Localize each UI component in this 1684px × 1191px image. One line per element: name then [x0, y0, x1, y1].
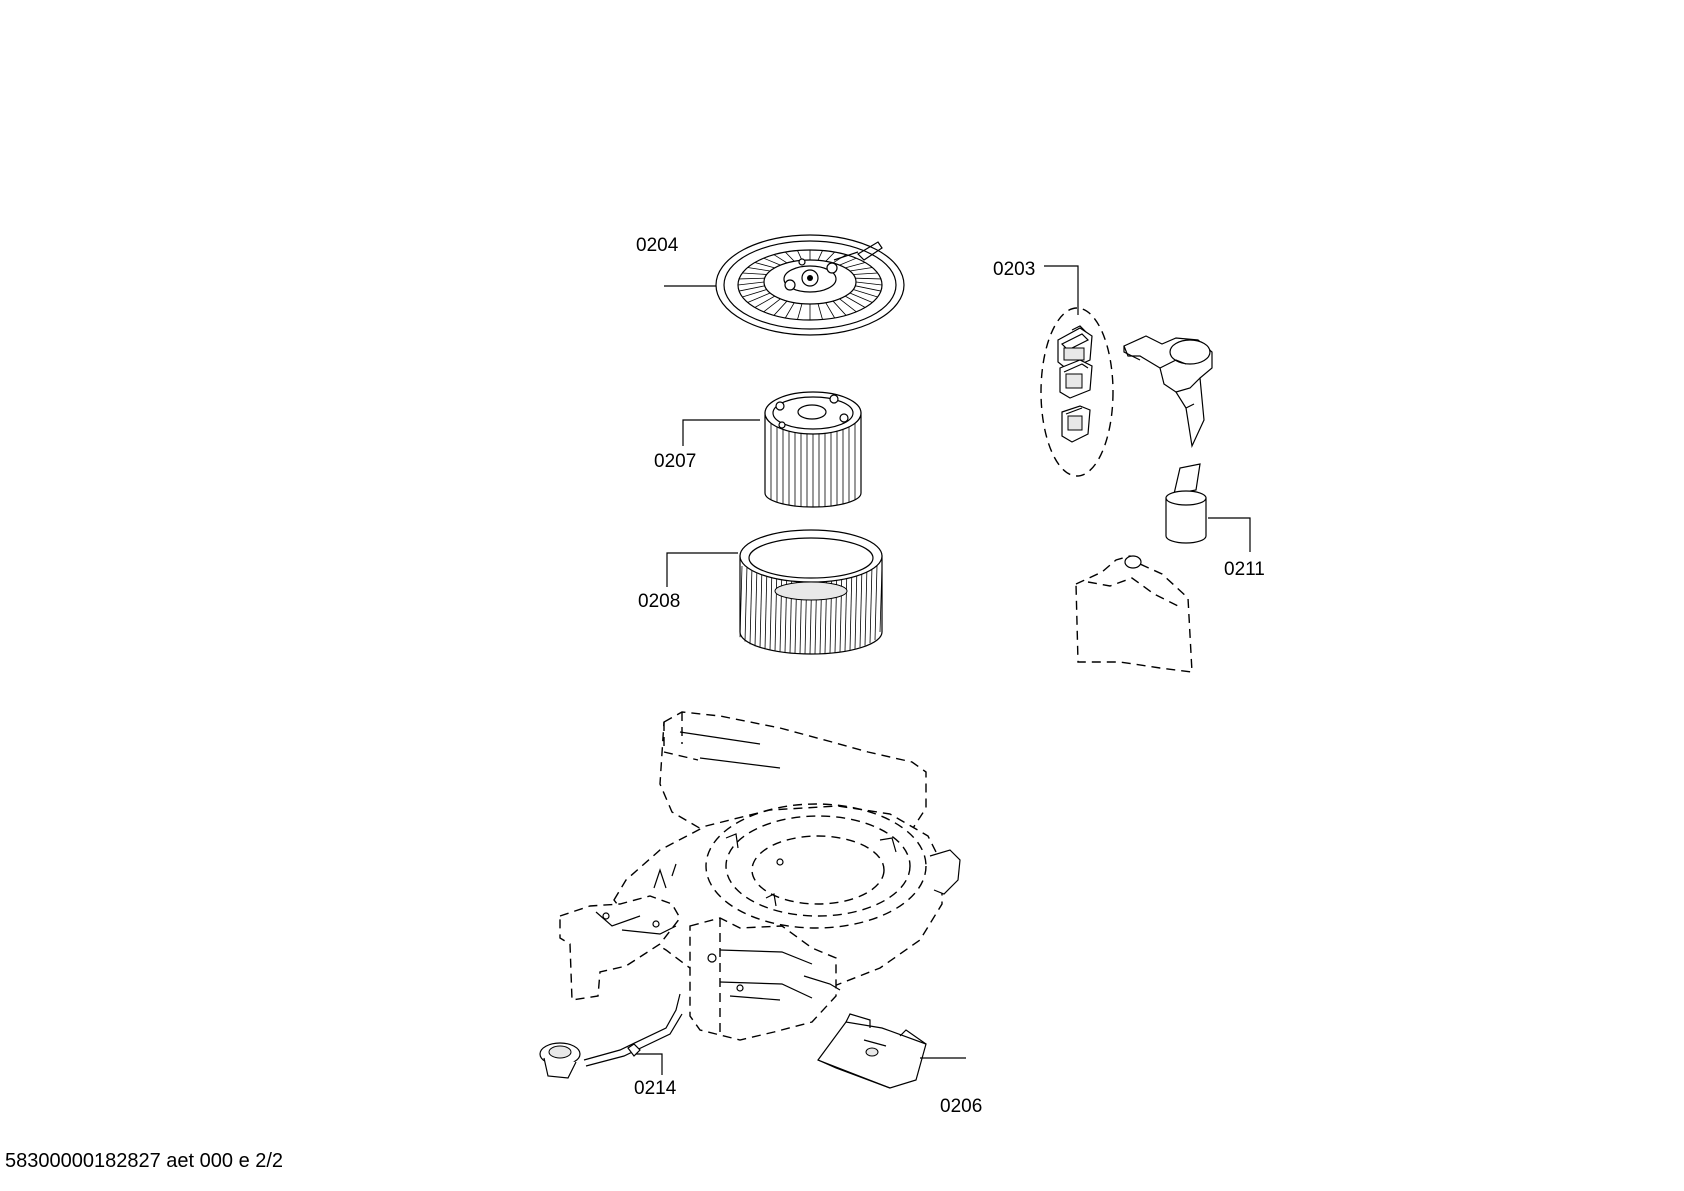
- leader-line-0207: [682, 419, 760, 446]
- switch-bracket: [1123, 335, 1213, 449]
- part-0211-capacitor[interactable]: [1165, 463, 1207, 544]
- document-id: 58300000182827 aet 000 e 2/2: [5, 1150, 284, 1172]
- callout-0204[interactable]: 0204: [636, 235, 679, 256]
- capacitor-holder: [1075, 555, 1193, 673]
- callout-0208[interactable]: 0208: [638, 591, 680, 612]
- part-0207-motor[interactable]: [764, 391, 862, 508]
- part-0208-fan-wheel[interactable]: [739, 529, 883, 655]
- callout-0214[interactable]: 0214: [634, 1078, 677, 1099]
- part-0204-motor-flange[interactable]: [715, 234, 905, 336]
- blower-housing[interactable]: [559, 711, 961, 1041]
- callout-0203[interactable]: 0203: [993, 259, 1035, 280]
- callout-0207[interactable]: 0207: [654, 451, 696, 472]
- leader-line-0203: [1044, 265, 1079, 315]
- callout-0206[interactable]: 0206: [940, 1096, 982, 1117]
- part-0203-switch-group[interactable]: [1040, 307, 1114, 477]
- part-0214-sensor-cable[interactable]: [539, 993, 683, 1079]
- leader-line-0208: [666, 552, 738, 587]
- leader-line-0211: [1208, 517, 1251, 552]
- leader-line-0214: [636, 1053, 663, 1075]
- part-0206-cover-clip[interactable]: [817, 1013, 927, 1089]
- callout-0211[interactable]: 0211: [1224, 559, 1265, 580]
